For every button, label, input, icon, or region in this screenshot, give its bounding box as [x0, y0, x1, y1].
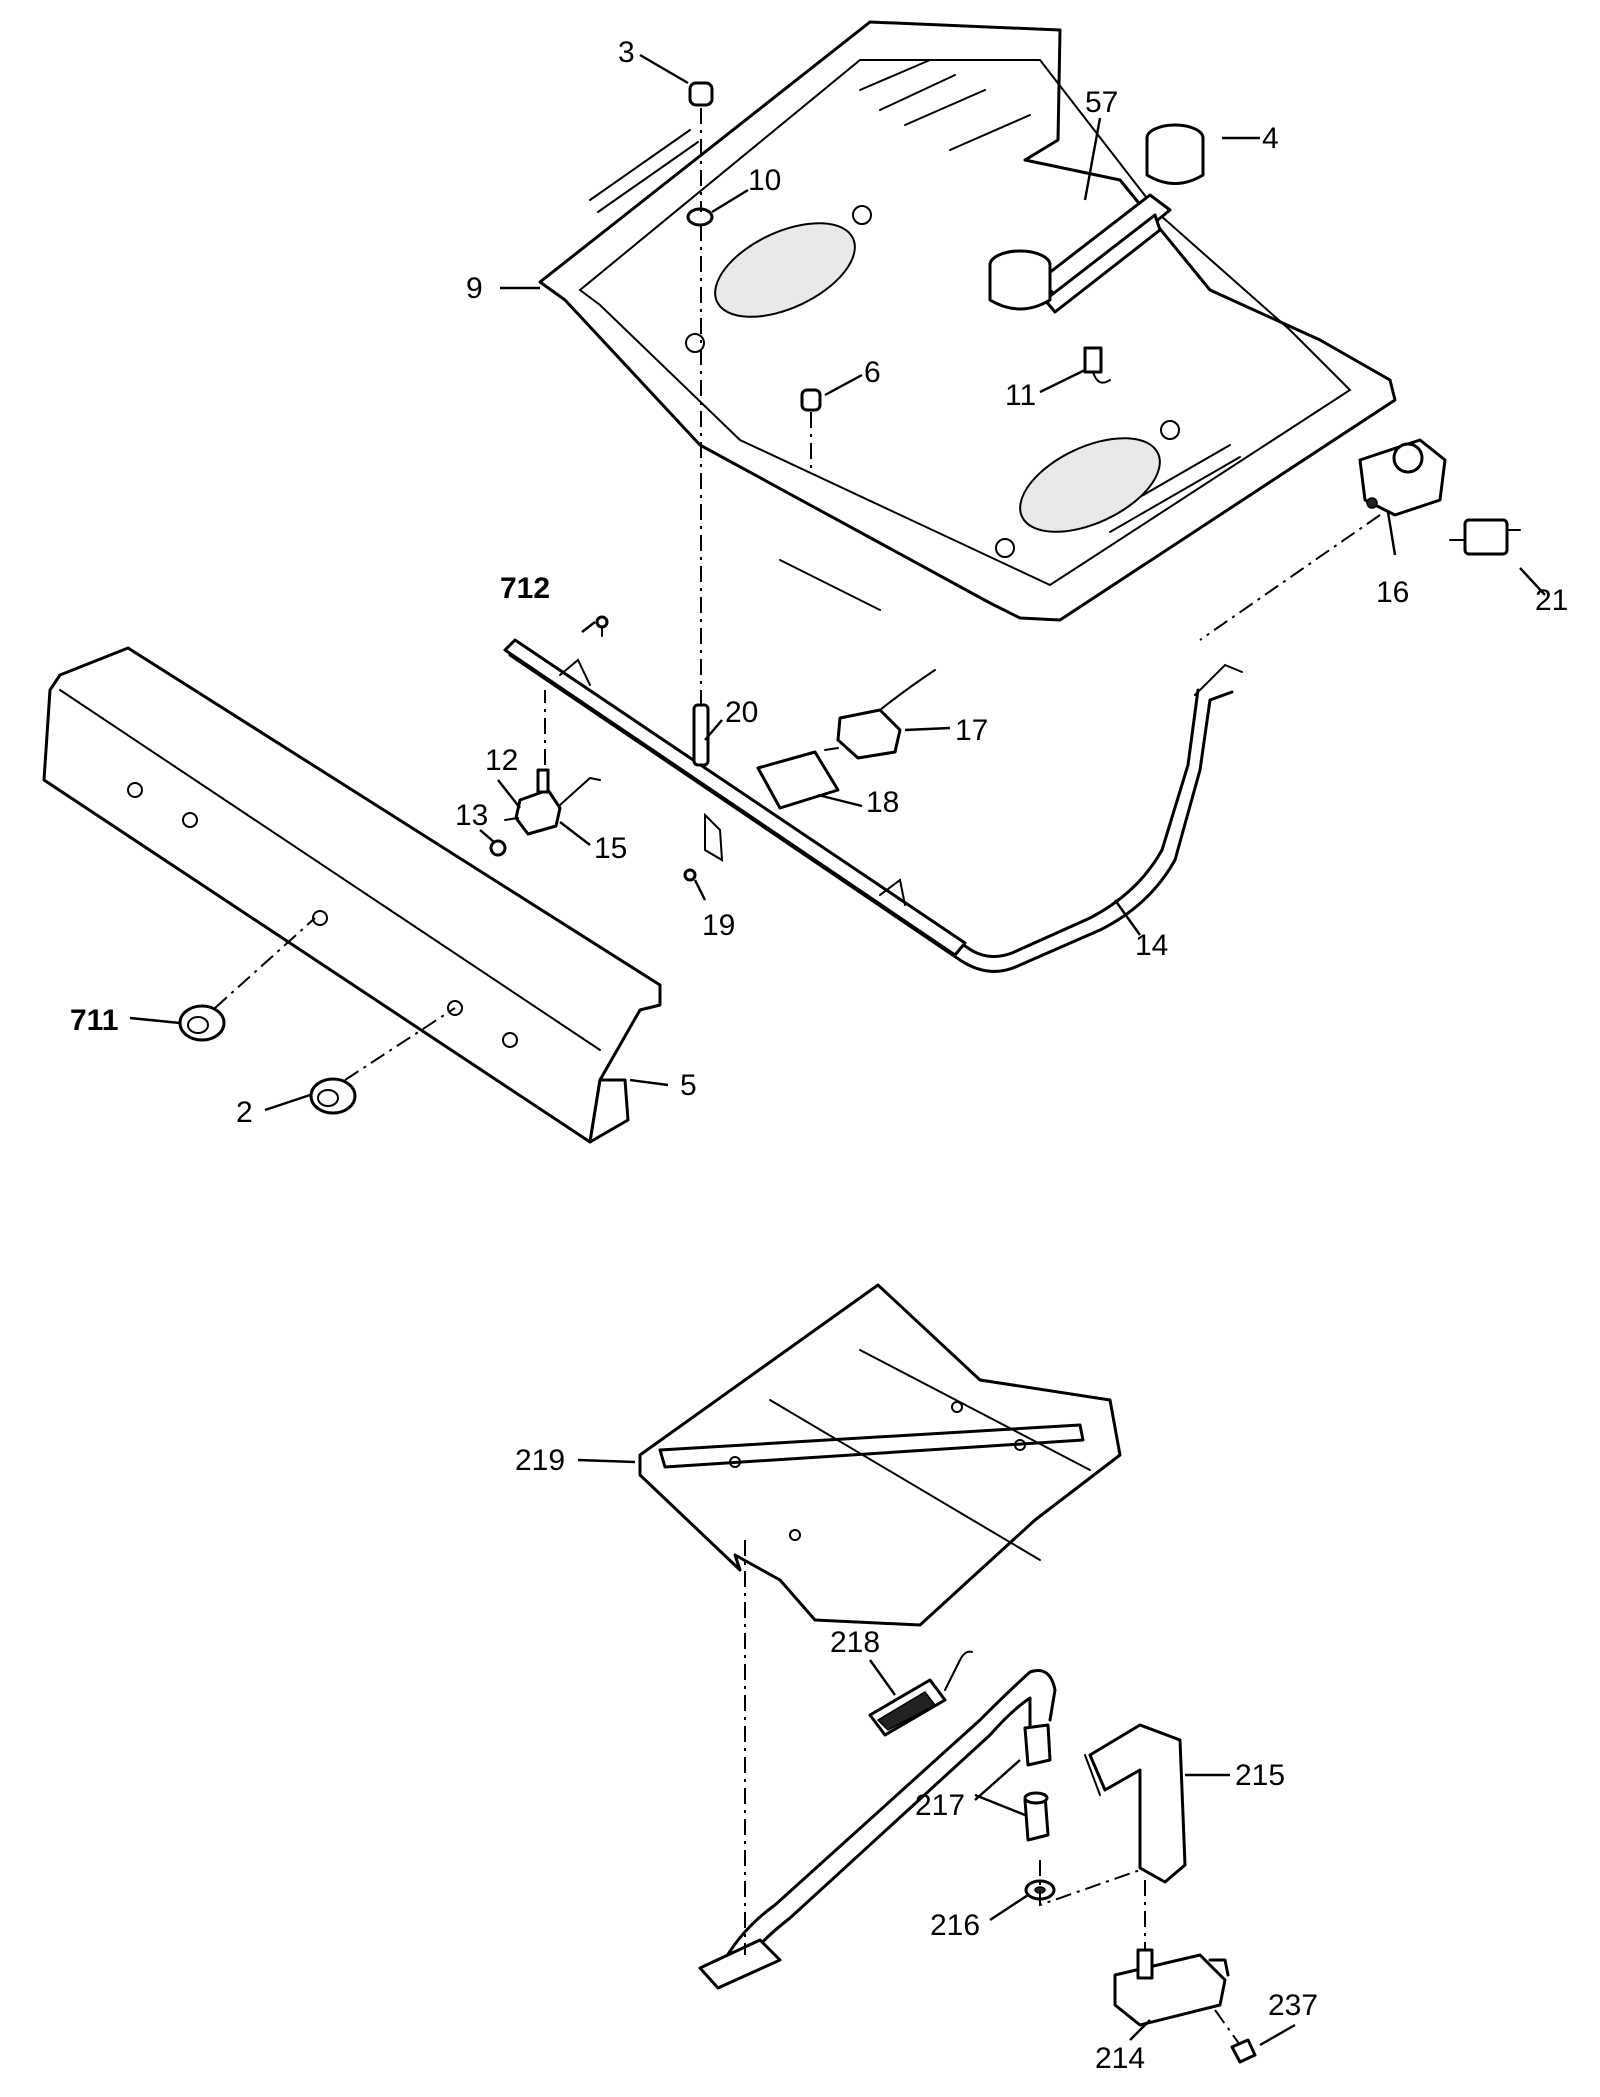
callout-13: 13 — [455, 799, 488, 832]
callout-4: 4 — [1262, 122, 1279, 155]
assembly-centerlines-bottom — [744, 1540, 1241, 2046]
callout-214: 214 — [1095, 2042, 1145, 2075]
callout-18: 18 — [866, 786, 899, 819]
callout-215: 215 — [1235, 1759, 1285, 1792]
callout-14: 14 — [1135, 929, 1168, 962]
top-burner-assembly — [988, 123, 1205, 314]
callout-2: 2 — [236, 1096, 253, 1129]
callout-17: 17 — [955, 714, 988, 747]
callout-3: 3 — [618, 36, 635, 69]
callout-218: 218 — [830, 1626, 880, 1659]
sleeve-part-217 — [1023, 1791, 1050, 1842]
clip-part-11 — [1083, 346, 1111, 384]
callout-219: 219 — [515, 1444, 565, 1477]
callout-labels: 3 10 57 4 9 6 11 16 21 712 20 17 18 12 1… — [70, 36, 1568, 2075]
fitting-part-21 — [1449, 518, 1521, 556]
callout-19: 19 — [702, 909, 735, 942]
callout-5: 5 — [680, 1069, 697, 1102]
orifice-part-237 — [1230, 2038, 1257, 2064]
oven-valve-part-214 — [1113, 1948, 1230, 2027]
callout-11: 11 — [1005, 379, 1036, 412]
burner-box-pan — [538, 20, 1397, 622]
callout-6: 6 — [864, 356, 881, 389]
leader-lines — [129, 53, 1546, 2047]
bracket-part-18 — [756, 750, 840, 810]
screw-part-19 — [683, 868, 697, 882]
callout-21: 21 — [1535, 584, 1568, 617]
callout-237: 237 — [1268, 1989, 1318, 2022]
callout-9: 9 — [466, 272, 483, 305]
screw-part-712 — [595, 615, 609, 637]
callout-10: 10 — [748, 164, 781, 197]
ignitor-part-17 — [824, 669, 936, 760]
callout-217: 217 — [915, 1789, 965, 1822]
knob-part-711 — [178, 1004, 226, 1042]
orifice-part-20 — [692, 703, 710, 767]
baffle-plate-part-219 — [638, 1283, 1122, 1627]
valve-part-12-15 — [504, 768, 601, 836]
callout-711: 711 — [70, 1004, 118, 1037]
assembly-centerlines-top — [214, 108, 1381, 1081]
manifold-pipe-part-14 — [503, 638, 1243, 973]
nut-part-13 — [489, 839, 507, 857]
oven-burner-tube — [698, 1669, 1057, 1990]
callout-15: 15 — [594, 832, 627, 865]
callout-57: 57 — [1085, 86, 1118, 119]
ignitor-part-218 — [868, 1650, 973, 1737]
bracket-part-215 — [1084, 1723, 1187, 1884]
callout-712: 712 — [500, 572, 550, 605]
knob-part-2 — [309, 1077, 357, 1115]
callout-216: 216 — [930, 1909, 980, 1942]
callout-20: 20 — [725, 696, 758, 729]
grommet-part-6 — [800, 388, 822, 412]
regulator-part-16 — [1358, 438, 1447, 517]
callout-12: 12 — [485, 744, 518, 777]
cap-part-3 — [688, 81, 714, 107]
control-panel-part-5 — [42, 646, 662, 1144]
callout-16: 16 — [1376, 576, 1409, 609]
